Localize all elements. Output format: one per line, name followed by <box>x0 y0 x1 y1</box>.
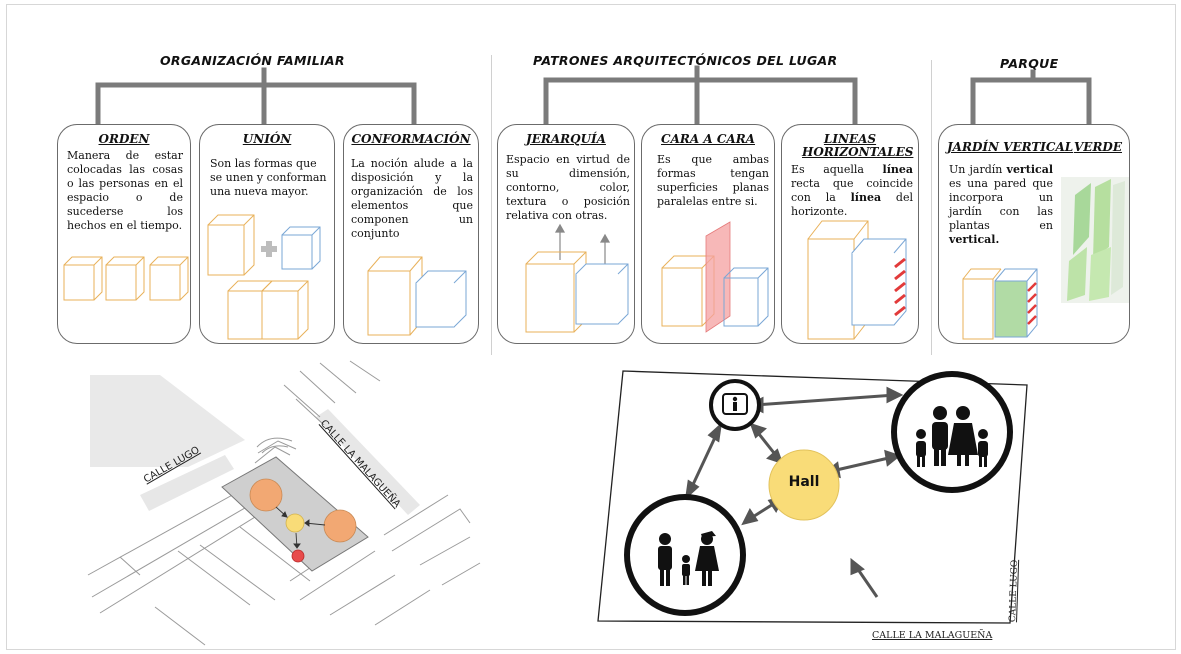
text-segment: Un jardín <box>949 163 1007 176</box>
card-text-jardin-vertical: Un jardín vertical es una pared que inco… <box>949 163 1053 247</box>
family-circle-left <box>624 494 746 616</box>
card-title-lineas-horizontales: LINEAS HORIZONTALES <box>802 132 914 159</box>
section-title-organizacion: ORGANIZACIÓN FAMILIAR <box>160 53 345 68</box>
relation-label-calle-la-malaguena: CALLE LA MALAGUEÑA <box>872 630 993 641</box>
card-text-orden: Manera de estar colocadas las cosas o la… <box>67 149 183 232</box>
family-circle-right <box>891 371 1013 493</box>
relation-diagram <box>597 370 1028 624</box>
hall-label: Hall <box>788 474 820 490</box>
family-icon-right <box>916 406 988 467</box>
card-parque: JARDÍN VERTICAL VERDE Un jardín vertical… <box>938 124 1130 344</box>
red-circle <box>291 549 305 563</box>
text-bold-segment: línea <box>850 191 882 204</box>
card-title-jardin-vertical: JARDÍN VERTICAL <box>947 140 1074 154</box>
vertical-garden-photo <box>1061 177 1129 303</box>
text-segment: del horizonte. <box>791 191 913 218</box>
card-lineas-horizontales: LINEAS HORIZONTALES Es aquella línea rec… <box>781 124 919 344</box>
separator-2 <box>931 60 932 355</box>
orden-cubes-illustration <box>63 256 189 301</box>
site-plan-block-top-left <box>90 375 245 467</box>
card-title-union: UNIÓN <box>242 132 292 146</box>
card-title-orden: ORDEN <box>98 132 150 146</box>
section-title-patrones: PATRONES ARQUITECTÓNICOS DEL LUGAR <box>533 53 838 68</box>
text-segment: recta que coincide con la <box>791 177 913 204</box>
street-band-malaguena <box>316 409 420 515</box>
yellow-circle <box>285 513 305 533</box>
orange-circle-2 <box>323 509 357 543</box>
orange-circle-1 <box>249 478 283 512</box>
card-text-conformacion: La noción alude a la disposición y la or… <box>351 157 473 240</box>
card-text-union: Son las formas que se unen y conforman u… <box>210 157 327 198</box>
card-conformacion: CONFORMACIÓN La noción alude a la dispos… <box>343 124 479 344</box>
card-title-jerarquia: JERARQUÍA <box>526 132 606 146</box>
text-bold-segment: línea <box>882 163 913 176</box>
conformacion-cubes-illustration <box>367 256 467 336</box>
cara-a-cara-illustration <box>661 221 769 333</box>
card-cara-a-cara: CARA A CARA Es que ambas formas tengan s… <box>641 124 775 344</box>
site-plan <box>87 360 481 646</box>
bracket-organizacion <box>95 65 1092 130</box>
red-plane <box>705 221 731 333</box>
lineas-horizontales-illustration <box>807 220 907 340</box>
card-title-conformacion: CONFORMACIÓN <box>351 132 471 146</box>
card-title-verde: VERDE <box>1074 140 1122 154</box>
card-title-cara-a-cara: CARA A CARA <box>661 132 755 146</box>
card-text-jerarquia: Espacio en virtud de su dimensión, conto… <box>506 153 630 222</box>
union-cubes-illustration <box>207 214 321 340</box>
hall-circle <box>768 449 840 521</box>
card-text-lineas-horizontales: Es aquella línea recta que coincide con … <box>791 163 913 219</box>
vertical-garden-cubes-illustration <box>962 268 1038 340</box>
section-title-parque: PARQUE <box>1000 56 1059 71</box>
card-jerarquia: JERARQUÍA Espacio en virtud de su dimens… <box>497 124 635 344</box>
family-icon-left <box>658 531 719 586</box>
card-union: UNIÓN Son las formas que se unen y confo… <box>199 124 335 344</box>
card-orden: ORDEN Manera de estar colocadas las cosa… <box>57 124 191 344</box>
jerarquia-cubes-illustration <box>525 223 629 333</box>
separator-1 <box>491 55 492 355</box>
text-bold-segment: vertical <box>1006 163 1053 176</box>
page-frame <box>6 4 1176 650</box>
street-band-lugo <box>140 455 234 511</box>
text-bold-segment: vertical. <box>949 233 1000 246</box>
text-segment: es una pared que incorpora un jardín con… <box>949 177 1053 232</box>
card-text-cara-a-cara: Es que ambas formas tengan superficies p… <box>657 153 769 208</box>
text-segment: Es aquella <box>791 163 883 176</box>
